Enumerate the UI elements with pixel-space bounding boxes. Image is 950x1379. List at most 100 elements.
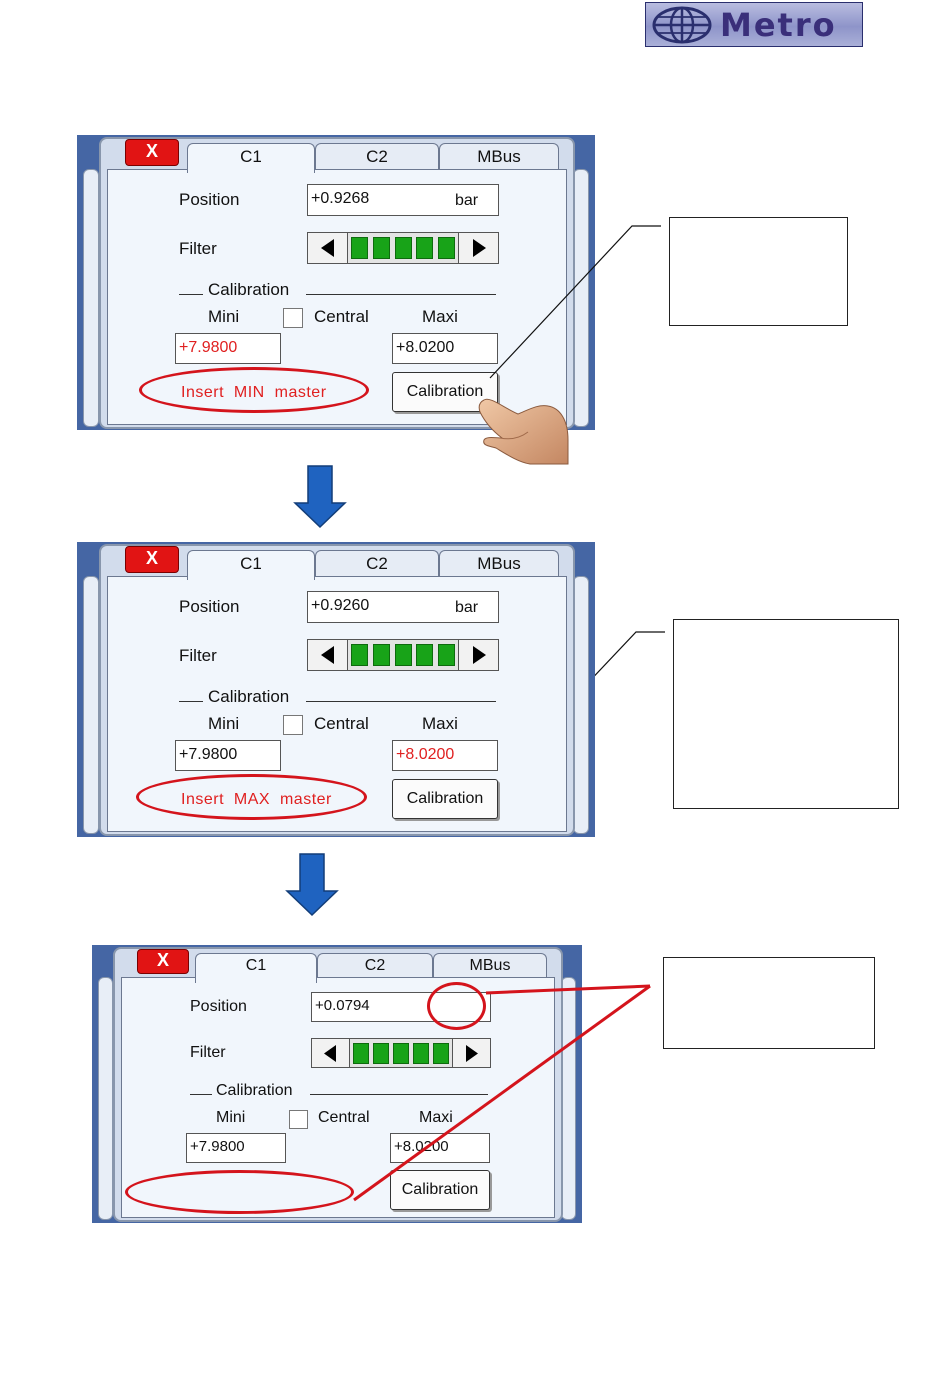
tab-c2[interactable]: C2	[315, 143, 439, 169]
calibration-group-label: Calibration	[208, 280, 290, 299]
tab-c1[interactable]: C1	[187, 550, 315, 580]
filter-segment	[394, 237, 412, 259]
arrow-right-icon	[472, 239, 486, 257]
filter-label: Filter	[179, 239, 217, 258]
filter-level	[348, 640, 458, 670]
position-label: Position	[190, 998, 247, 1015]
mini-label: Mini	[208, 714, 240, 733]
close-button[interactable]: X	[125, 139, 179, 166]
mini-value-field[interactable]: +7.9800	[175, 740, 281, 771]
filter-segment	[372, 237, 390, 259]
calibration-rule-left	[190, 1094, 212, 1095]
mini-label: Mini	[208, 307, 240, 326]
calibration-rule-right	[306, 701, 496, 702]
filter-increase-button[interactable]	[458, 640, 498, 670]
calibration-rule-right	[306, 294, 496, 295]
filter-segment	[416, 237, 434, 259]
tab-mbus[interactable]: MBus	[439, 550, 559, 576]
left-rail	[98, 977, 113, 1220]
filter-segment	[416, 644, 434, 666]
central-checkbox[interactable]	[283, 715, 303, 735]
mini-value-field[interactable]: +7.9800	[175, 333, 281, 364]
calibration-group-label: Calibration	[216, 1082, 293, 1099]
filter-segment	[393, 1042, 409, 1064]
arrow-left-icon	[320, 646, 334, 664]
tab-c1[interactable]: C1	[187, 143, 315, 173]
mini-label: Mini	[216, 1109, 246, 1126]
tab-c1[interactable]: C1	[195, 953, 317, 983]
unit-highlight-ellipse	[427, 982, 486, 1030]
filter-level	[350, 1039, 452, 1067]
filter-decrease-button[interactable]	[312, 1039, 350, 1067]
filter-increase-button[interactable]	[452, 1039, 490, 1067]
mini-value-field[interactable]: +7.9800	[186, 1133, 286, 1163]
filter-bar	[307, 232, 499, 264]
left-rail	[83, 169, 99, 427]
central-checkbox[interactable]	[283, 308, 303, 328]
filter-segment	[353, 1042, 369, 1064]
maxi-label: Maxi	[419, 1109, 453, 1126]
central-label: Central	[318, 1109, 370, 1126]
filter-label: Filter	[179, 646, 217, 665]
tab-mbus[interactable]: MBus	[439, 143, 559, 169]
calibration-button[interactable]: Calibration	[392, 779, 498, 819]
filter-segment	[438, 237, 455, 259]
central-checkbox[interactable]	[289, 1110, 308, 1129]
maxi-value-field[interactable]: +8.0200	[392, 333, 498, 364]
calibration-rule-right	[310, 1094, 488, 1095]
close-button[interactable]: X	[137, 949, 189, 974]
filter-segment	[433, 1042, 449, 1064]
calibration-group-label: Calibration	[208, 687, 290, 706]
position-unit: bar	[455, 192, 479, 209]
calibration-button[interactable]: Calibration	[390, 1170, 490, 1210]
filter-bar	[307, 639, 499, 671]
callout-box	[669, 217, 848, 326]
filter-label: Filter	[190, 1044, 226, 1061]
filter-segment	[438, 644, 455, 666]
position-label: Position	[179, 597, 240, 616]
callout-box	[663, 957, 875, 1049]
maxi-label: Maxi	[422, 714, 458, 733]
close-icon: X	[156, 950, 169, 970]
central-label: Central	[314, 714, 369, 733]
filter-segment	[394, 644, 412, 666]
close-button[interactable]: X	[125, 546, 179, 573]
arrow-down-icon	[285, 853, 339, 917]
screen-done-step: X C1 C2 MBus Position +0.0794 Filter Cal…	[92, 945, 582, 1223]
arrow-right-icon	[472, 646, 486, 664]
globe-icon	[652, 6, 712, 44]
filter-segment	[351, 237, 368, 259]
logo-text: Metro	[720, 6, 837, 44]
filter-segment	[351, 644, 368, 666]
filter-bar	[311, 1038, 491, 1068]
filter-segment	[413, 1042, 429, 1064]
maxi-label: Maxi	[422, 307, 458, 326]
left-rail	[83, 576, 99, 834]
position-label: Position	[179, 190, 240, 209]
arrow-down-icon	[293, 465, 347, 529]
arrow-left-icon	[320, 239, 334, 257]
arrow-right-icon	[466, 1044, 478, 1062]
close-icon: X	[145, 141, 158, 161]
maxi-value-field[interactable]: +8.0200	[392, 740, 498, 771]
tab-c2[interactable]: C2	[315, 550, 439, 576]
calibration-rule-left	[179, 701, 203, 702]
status-highlight-ellipse	[136, 774, 367, 820]
filter-decrease-button[interactable]	[308, 640, 348, 670]
filter-level	[348, 233, 458, 263]
filter-decrease-button[interactable]	[308, 233, 348, 263]
filter-increase-button[interactable]	[458, 233, 498, 263]
metro-logo: Metro	[645, 2, 863, 47]
central-label: Central	[314, 307, 369, 326]
position-value-field: +0.9260	[307, 591, 499, 623]
hand-pointer-icon	[478, 398, 569, 465]
filter-segment	[373, 1042, 389, 1064]
callout-box	[673, 619, 899, 809]
position-value-field: +0.9268	[307, 184, 499, 216]
tab-c2[interactable]: C2	[317, 953, 433, 977]
status-highlight-ellipse	[139, 367, 369, 413]
tab-mbus[interactable]: MBus	[433, 953, 547, 977]
filter-segment	[372, 644, 390, 666]
arrow-left-icon	[324, 1044, 336, 1062]
